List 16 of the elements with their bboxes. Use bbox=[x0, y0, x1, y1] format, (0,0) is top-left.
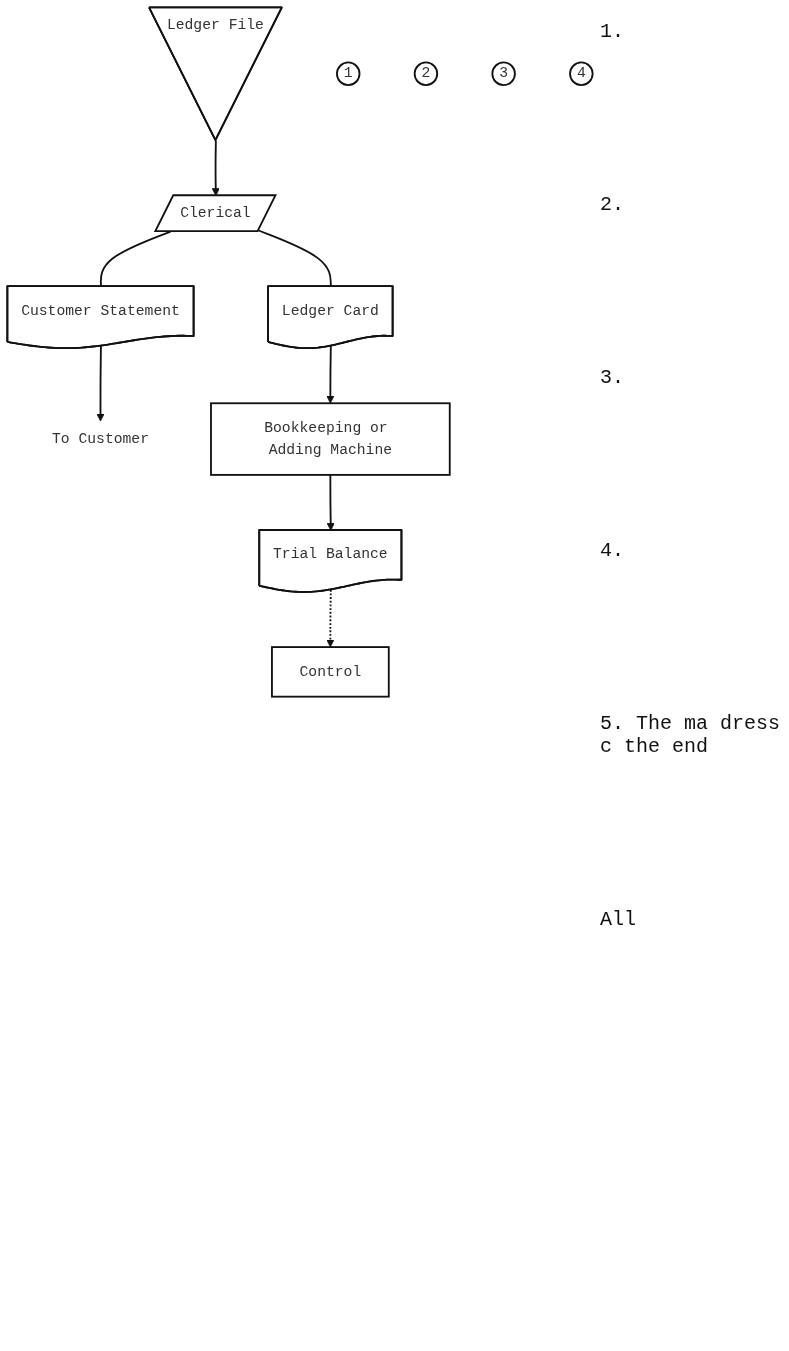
note-text: 5. The ma dress c the end bbox=[600, 712, 782, 758]
node-circle: 4 bbox=[569, 61, 594, 86]
node-box: Bookkeeping or Adding Machine bbox=[210, 402, 451, 476]
note-text: 3. bbox=[600, 366, 625, 389]
note-text: All bbox=[600, 908, 637, 931]
note-text: 2. bbox=[600, 193, 625, 216]
node-circle: 1 bbox=[336, 61, 361, 86]
node-text: To Customer bbox=[51, 430, 149, 448]
node-circle: 3 bbox=[491, 61, 516, 86]
arrow bbox=[326, 345, 335, 404]
note-text: 4. bbox=[600, 539, 625, 562]
node-box: Control bbox=[271, 646, 390, 698]
node-circle: 2 bbox=[413, 61, 439, 86]
note-text: 1. bbox=[600, 20, 625, 43]
arrow bbox=[96, 345, 105, 422]
arrow bbox=[326, 588, 335, 648]
